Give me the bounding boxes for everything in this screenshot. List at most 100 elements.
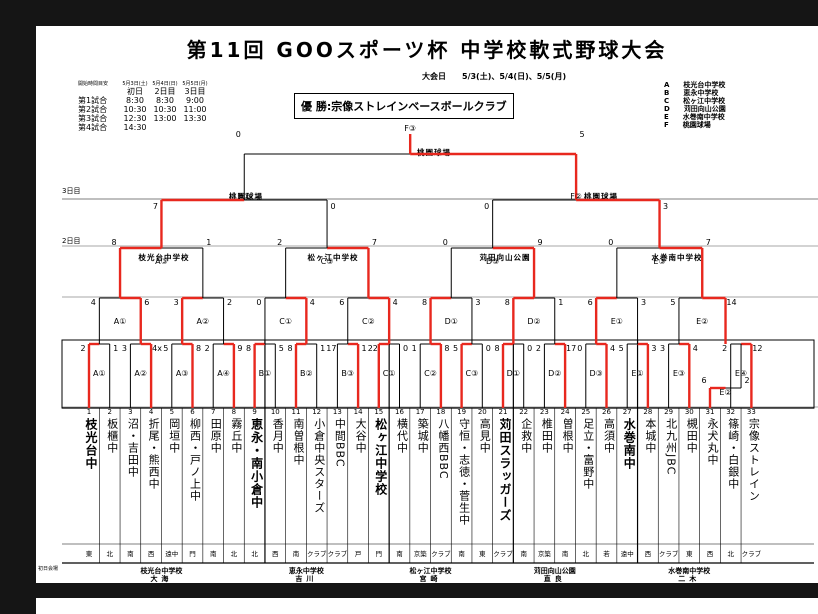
group-venue-school: 松ヶ江中学校 bbox=[409, 567, 452, 575]
team-name: 足立・富野中 bbox=[581, 418, 595, 490]
tournament-title: 第11回 GOOスポーツ杯 中学校軟式野球大会 bbox=[186, 38, 668, 62]
team-district: 南 bbox=[292, 550, 300, 558]
match-score: 0 bbox=[485, 344, 491, 353]
match-label: E④ bbox=[734, 369, 748, 378]
match-label: B① bbox=[258, 369, 272, 378]
match-score: 9 bbox=[537, 238, 543, 247]
match-score: 3 bbox=[662, 202, 669, 211]
match-score: 4 bbox=[609, 344, 616, 353]
match-score: 0 bbox=[484, 202, 490, 211]
match-score: 4 bbox=[692, 344, 698, 353]
match-score: 0 bbox=[235, 130, 241, 139]
match-score: 17 bbox=[326, 344, 337, 353]
team-name: 香月中 bbox=[271, 418, 285, 454]
team-name: 築城中 bbox=[416, 418, 430, 454]
match-score: 6 bbox=[339, 298, 345, 307]
team-name: 南曽根中 bbox=[292, 418, 305, 466]
team-district: 西 bbox=[644, 550, 652, 558]
team-number: 14 bbox=[353, 408, 363, 416]
match-score: 6 bbox=[144, 298, 150, 307]
legend-venue: 恵永中学校 bbox=[683, 89, 719, 97]
schedule-time: 14:30 bbox=[123, 123, 147, 132]
team-number: 27 bbox=[622, 408, 632, 416]
group-venue-school: 枝光台中学校 bbox=[140, 567, 183, 575]
team-district: 北 bbox=[230, 550, 238, 558]
team-name: 折尾・熊西中 bbox=[147, 418, 161, 490]
team-number: 20 bbox=[477, 408, 487, 416]
venue-qf-c: 松ヶ江中学校 bbox=[307, 253, 359, 262]
legend-venue: 桃園球場 bbox=[682, 121, 711, 129]
team-number: 12 bbox=[312, 408, 322, 416]
match-score: 5 bbox=[278, 344, 284, 353]
match-score: 1 bbox=[558, 298, 564, 307]
schedule-date-1: 5月3日(土) bbox=[122, 81, 148, 87]
venue-qf-a: 枝光台中学校 bbox=[138, 253, 190, 262]
schedule-header-label: 開始時間目安 bbox=[78, 81, 109, 87]
bracket-sheet: 第11回 GOOスポーツ杯 中学校軟式野球大会 大会日 5/3(土)、5/4(日… bbox=[36, 26, 818, 583]
match-label: F③ bbox=[404, 124, 417, 133]
team-name: 枝光台中 bbox=[84, 418, 98, 470]
match-label: F② bbox=[570, 192, 582, 201]
schedule-date-2: 5月4日(日) bbox=[152, 81, 178, 87]
team-number: 5 bbox=[169, 408, 175, 416]
schedule-time: 10:30 bbox=[123, 105, 147, 114]
match-label: D② bbox=[527, 317, 541, 326]
group-venue-officer: 宮崎 bbox=[419, 575, 442, 583]
match-label: E③ bbox=[653, 257, 666, 266]
match-score: 1 bbox=[206, 238, 212, 247]
bracket-lines bbox=[61, 134, 818, 564]
team-name: 宗像ストレイン bbox=[747, 418, 761, 502]
match-score: 8 bbox=[287, 344, 293, 353]
team-name: 永犬丸中 bbox=[706, 418, 719, 466]
schedule-time: 13:30 bbox=[183, 114, 207, 123]
schedule-time: 8:30 bbox=[126, 96, 144, 105]
match-score: 6 bbox=[587, 298, 593, 307]
team-number: 28 bbox=[643, 408, 653, 416]
team-district: 東 bbox=[85, 550, 93, 558]
day3-label: 3日目 bbox=[62, 187, 81, 195]
legend-code: C bbox=[664, 97, 670, 105]
team-name: 本城中 bbox=[643, 418, 657, 454]
match-score: 3 bbox=[475, 298, 481, 307]
team-number: 15 bbox=[374, 408, 384, 416]
match-score: 22 bbox=[367, 344, 378, 353]
match-label: E① bbox=[631, 369, 644, 378]
match-label: D① bbox=[444, 317, 458, 326]
match-score: 7 bbox=[705, 238, 711, 247]
group-venue-officer: 二木 bbox=[678, 575, 701, 583]
group-venue-officer: 大海 bbox=[150, 575, 173, 583]
team-number: 19 bbox=[457, 408, 467, 416]
match-label: C② bbox=[424, 369, 437, 378]
team-district: 南 bbox=[520, 550, 527, 558]
team-name: 小倉中央スターズ bbox=[312, 418, 326, 514]
team-number: 23 bbox=[539, 408, 549, 416]
schedule-day-3: 3日目 bbox=[184, 87, 206, 96]
venue-final: 桃園球場 bbox=[417, 148, 451, 157]
team-district: 西 bbox=[147, 550, 155, 558]
schedule-time: 12:30 bbox=[123, 114, 147, 123]
team-number: 32 bbox=[726, 408, 736, 416]
winner-box: 優 勝:宗像ストレインベースボールクラブ bbox=[294, 93, 514, 119]
match-score: 3 bbox=[641, 298, 647, 307]
team-number: 21 bbox=[498, 408, 508, 416]
match-score: 12 bbox=[752, 344, 763, 353]
match-score: 7 bbox=[152, 202, 158, 211]
match-label: A② bbox=[196, 317, 210, 326]
team-district: 西 bbox=[272, 550, 279, 558]
team-name: 曽根中 bbox=[561, 418, 575, 454]
team-district: クラブ bbox=[306, 550, 327, 558]
match-label: C③ bbox=[320, 257, 334, 266]
legend-code: D bbox=[664, 105, 670, 113]
team-number: 2 bbox=[107, 408, 112, 416]
match-score: 5 bbox=[618, 344, 624, 353]
team-district: クラブ bbox=[327, 550, 348, 558]
team-number: 8 bbox=[231, 408, 237, 416]
group-venue-officer: 直良 bbox=[543, 575, 566, 583]
match-score: 2 bbox=[80, 344, 86, 353]
team-number: 10 bbox=[270, 408, 280, 416]
legend-code: E bbox=[664, 113, 669, 121]
match-label: C① bbox=[279, 317, 293, 326]
venue-qf-d: 苅田向山公園 bbox=[479, 253, 531, 262]
group-venue-school: 水巻南中学校 bbox=[668, 567, 711, 575]
